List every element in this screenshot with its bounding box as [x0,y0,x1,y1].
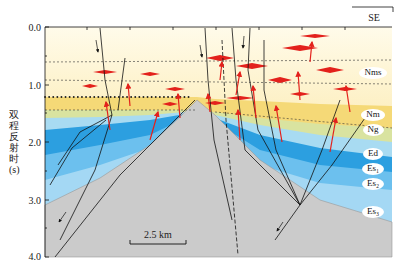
tick-label: 4.0 [29,251,42,262]
layers [45,27,392,257]
migration-arrows [106,42,350,152]
nm-layer [45,97,392,257]
scale-bar [130,240,186,244]
formation-label: Nms [359,67,386,79]
faults [50,28,365,257]
formation-name: Es₁ [367,164,379,174]
formation-name: Nms [364,68,381,78]
fault-arrows [59,36,283,231]
formation-label: Ng [363,124,384,136]
direction-label: SE [368,12,380,23]
formation-label: Es₂ [362,178,384,190]
formation-name: Ed [368,149,378,159]
formation-name: Es₂ [367,179,379,189]
formation-name: Nm [366,110,380,120]
formation-label: Nm [361,109,385,121]
formation-label: Es₁ [362,163,384,175]
tick-label: 1.0 [29,80,42,91]
formation-name: Ng [368,125,379,135]
direction-bar [352,7,393,12]
nms-layer [45,27,392,257]
axes [45,27,392,257]
scale-label: 2.5 km [144,229,172,240]
tick-label: 0.0 [29,22,42,33]
basement [45,100,392,257]
unconformity [45,96,190,98]
formation-label: Es₃ [362,206,384,218]
tick-label: 3.0 [29,195,42,206]
formation-label: Ed [363,148,383,160]
horizons [45,60,392,128]
formation-name: Es₃ [367,207,379,217]
axis-title: 双程反射时(s) [9,109,19,175]
tick-label: 2.0 [29,137,42,148]
